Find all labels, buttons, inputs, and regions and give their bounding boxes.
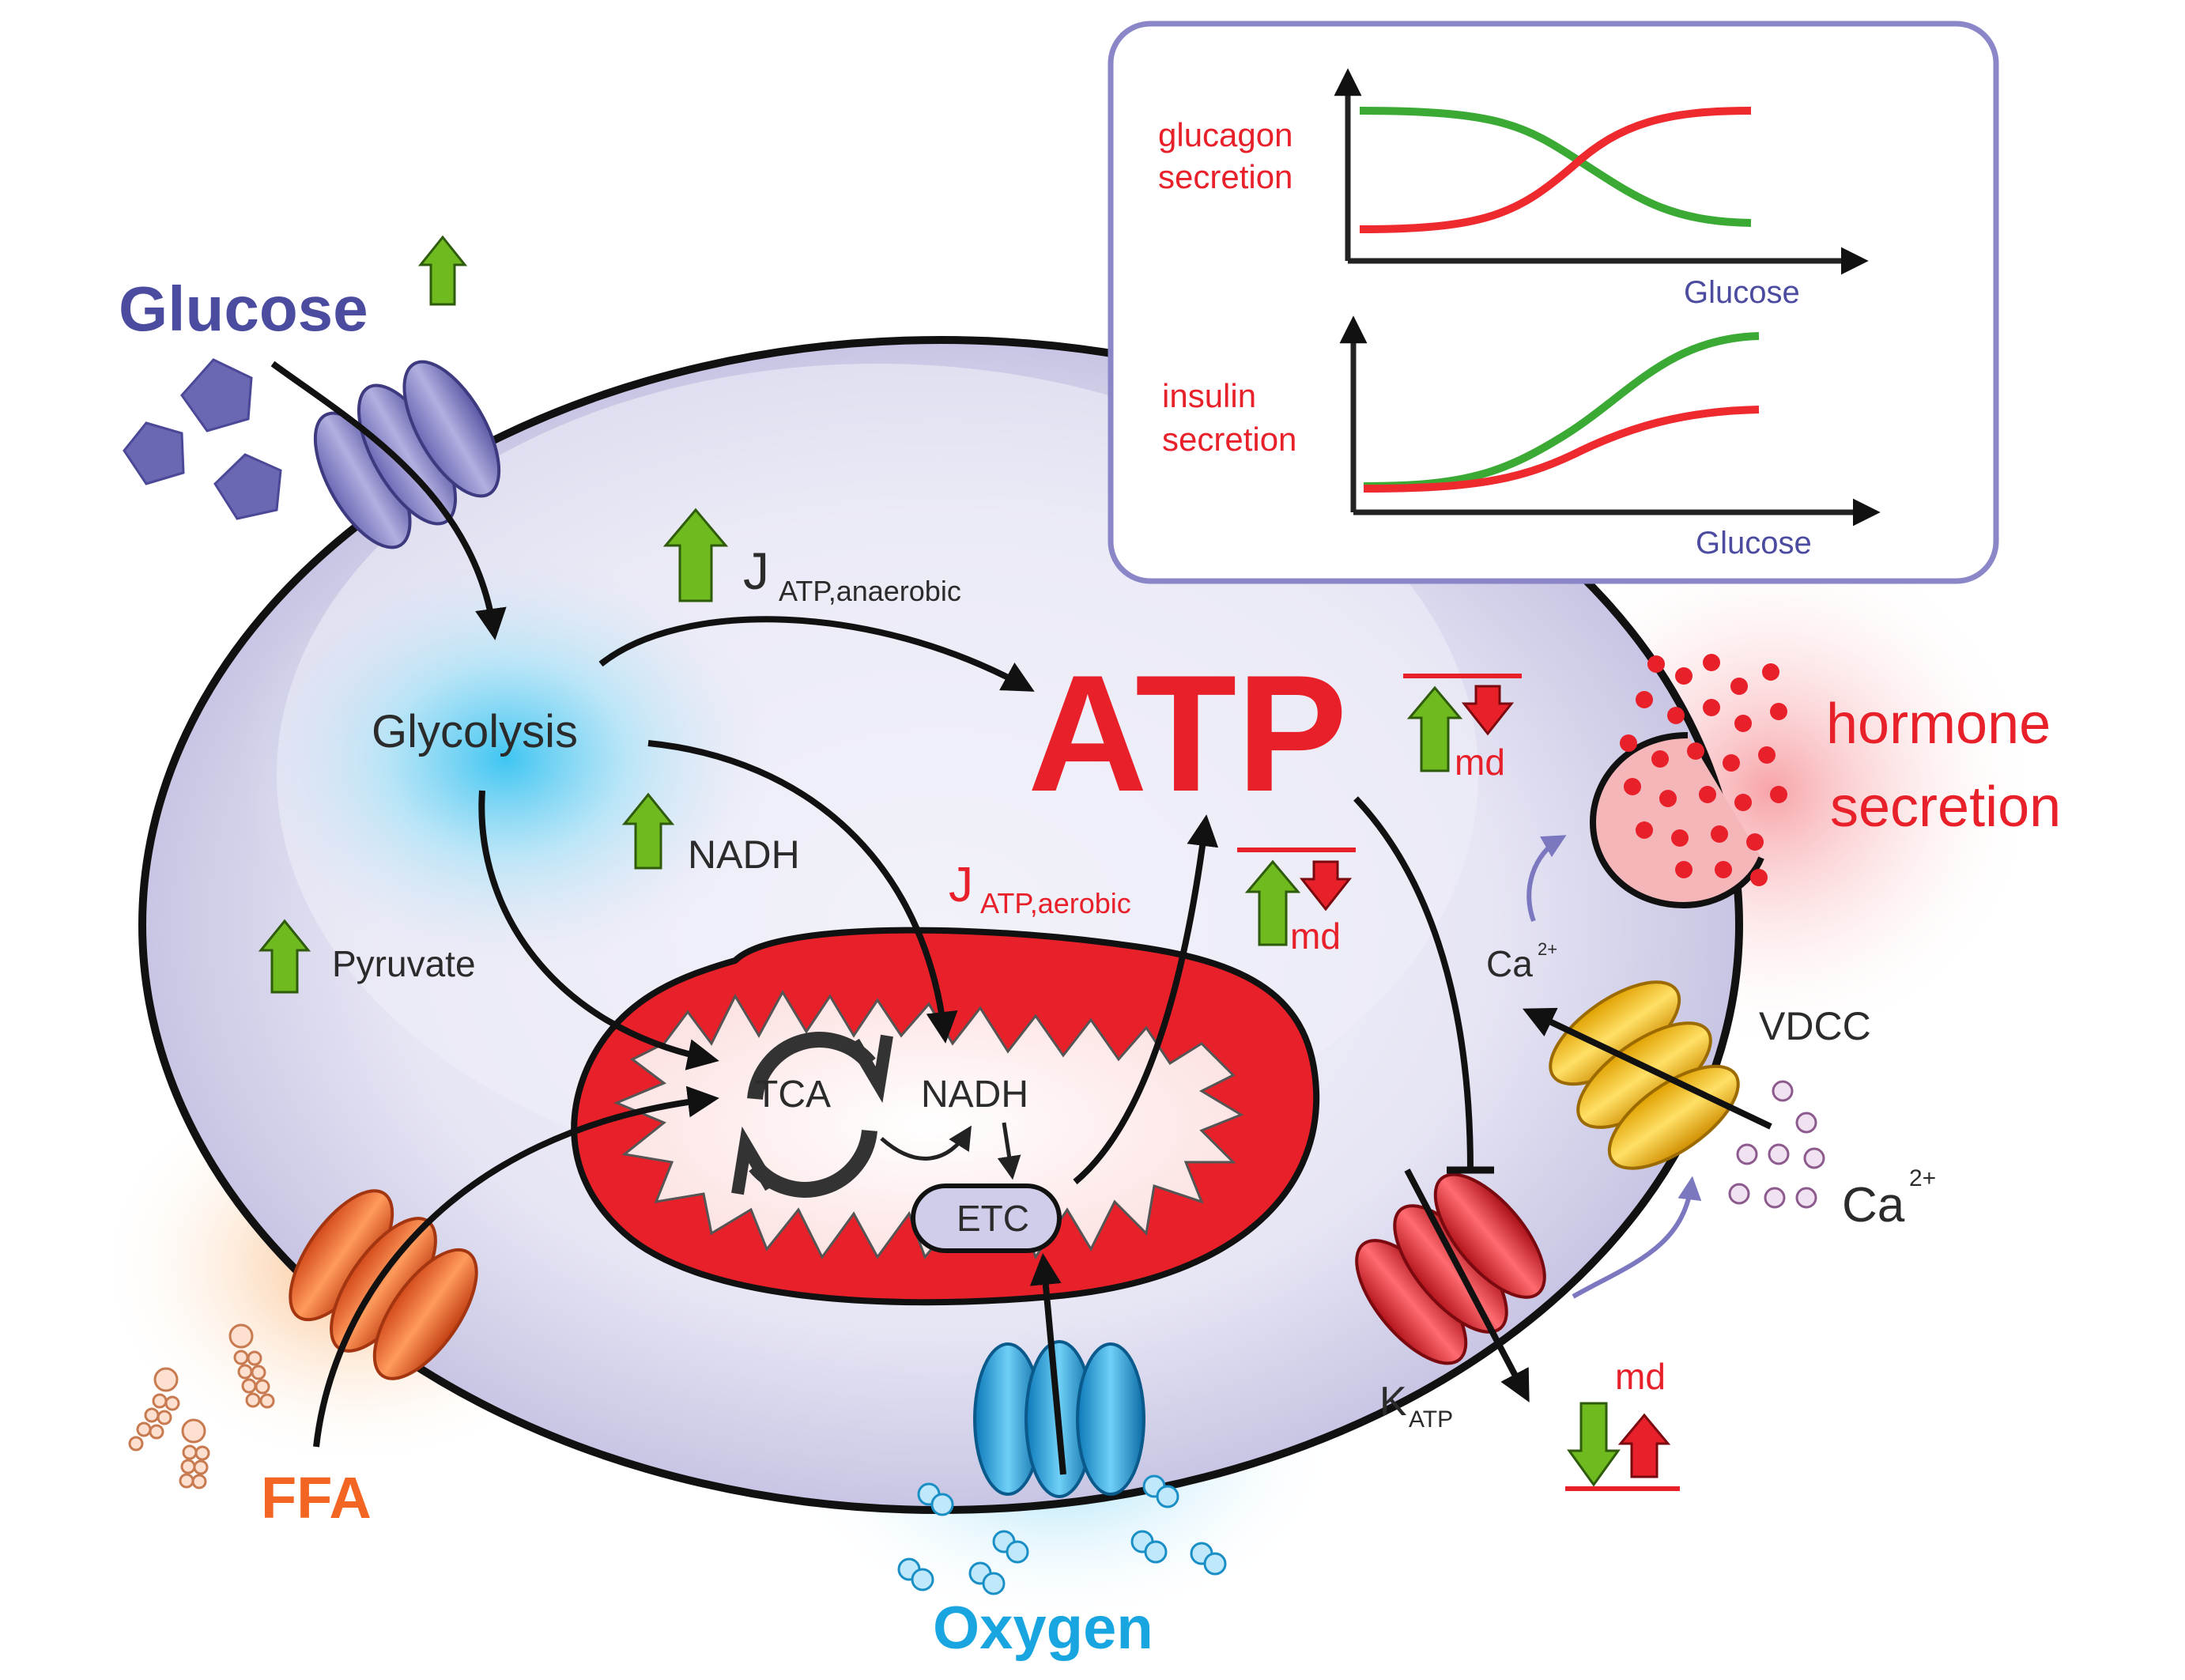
glucose-transporter: [313, 360, 501, 549]
pyruvate-up-arrow: [258, 919, 311, 994]
insulin-ylabel-line2: secretion: [1162, 421, 1296, 458]
nadh-up-arrow: [621, 792, 675, 870]
ca-outside-superscript: 2+: [1909, 1165, 1936, 1191]
etc-complex: [911, 1184, 1062, 1253]
glucose-up-arrow: [417, 235, 468, 306]
glucagon-xlabel: Glucose: [1684, 275, 1800, 310]
jaerobic-md-down-arrow: [1299, 860, 1353, 912]
calcium-ions: [1728, 1080, 1825, 1209]
jaerobic-subscript: ATP,aerobic: [980, 887, 1131, 919]
nadh-cyto-label: NADH: [688, 832, 800, 877]
katp-md-arrows: [1565, 1402, 1680, 1491]
katp-md-label: md: [1615, 1356, 1666, 1397]
insulin-ylabel-line1: insulin: [1162, 377, 1256, 414]
ca-inside-label: Ca: [1486, 943, 1533, 984]
katp-channel: [1355, 1172, 1546, 1365]
oxygen-molecules: [897, 1474, 1227, 1595]
insulin-green-curve: [1363, 332, 1760, 490]
oxygen-label: Oxygen: [933, 1595, 1153, 1662]
glycolysis-label: Glycolysis: [372, 706, 578, 757]
jaerobic-md-up-arrow: [1244, 859, 1301, 946]
janaerobic-up-arrow: [662, 508, 729, 602]
jaerobic-j-label: J: [949, 858, 973, 912]
pathway-arrows: [270, 361, 1772, 1475]
pyruvate-label: Pyruvate: [332, 943, 476, 984]
ca-outside-label: Ca: [1842, 1178, 1905, 1233]
glucagon-plot: glucagon secretion Glucose: [1158, 68, 1869, 310]
nadh-mito-label: NADH: [921, 1074, 1028, 1116]
glucagon-ylabel-line2: secretion: [1158, 158, 1293, 195]
atp-label: ATP: [1028, 640, 1347, 826]
glucagon-ylabel-line1: glucagon: [1158, 116, 1293, 153]
katp-down-green-arrow: [1567, 1402, 1621, 1487]
ffa-label: FFA: [261, 1465, 372, 1531]
insulin-xlabel: Glucose: [1696, 526, 1812, 561]
tca-cycle-arrows: [731, 1032, 893, 1198]
janaerobic-subscript: ATP,anaerobic: [779, 575, 961, 607]
glucose-label: Glucose: [119, 274, 368, 344]
atp-md-label: md: [1455, 742, 1505, 783]
inset-panel: glucagon secretion Glucose insulin secre…: [1108, 21, 1999, 584]
tca-label: TCA: [755, 1074, 831, 1116]
janaerobic-j-label: J: [743, 542, 769, 600]
katp-up-red-arrow: [1617, 1413, 1671, 1478]
jaerobic-md-label: md: [1290, 916, 1341, 957]
atp-md-up-arrow: [1406, 685, 1463, 772]
ca-inside-superscript: 2+: [1538, 939, 1557, 959]
katp-k-label: K: [1379, 1379, 1407, 1425]
glucose-molecules: [123, 358, 282, 520]
insulin-red-curve: [1363, 406, 1760, 493]
hormone-label-line2: secretion: [1830, 776, 2061, 839]
mitochondrion: [571, 927, 1320, 1306]
etc-label: ETC: [957, 1198, 1029, 1239]
katp-subscript: ATP: [1409, 1406, 1453, 1433]
hormone-granules: [1620, 654, 1787, 886]
glucagon-red-curve: [1359, 107, 1752, 233]
atp-md-down-arrow: [1461, 685, 1515, 736]
red-md-arrows: [1299, 685, 1515, 912]
vdcc-label: VDCC: [1759, 1004, 1871, 1048]
md-overlines: [1237, 674, 1522, 852]
ffa-lipid-molecules: [128, 1323, 275, 1489]
mito-small-arrows: [880, 1122, 1021, 1180]
calcium-signal-arrows: [1526, 835, 1702, 1299]
increase-arrows: [258, 235, 1463, 994]
insulin-plot: insulin secretion Glucose: [1162, 315, 1881, 561]
hormone-label-line1: hormone: [1826, 693, 2051, 756]
vdcc-channel: [1549, 980, 1740, 1170]
